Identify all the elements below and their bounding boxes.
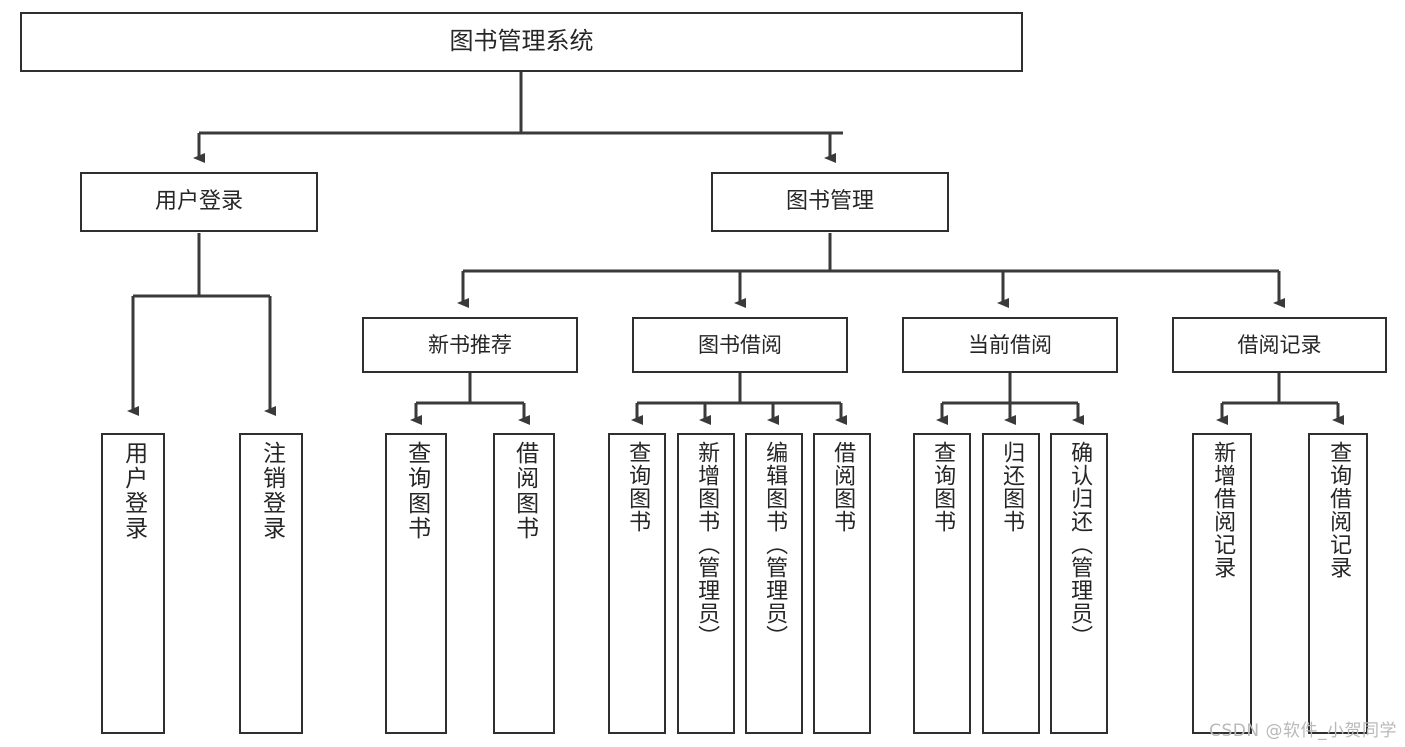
leaf-query-book-current[interactable]: 查询图书 <box>913 433 971 734</box>
node-label: 查询借阅记录 <box>1326 441 1352 579</box>
leaf-borrow-book[interactable]: 借阅图书 <box>813 433 871 734</box>
leaf-edit-book-admin[interactable]: 编辑图书（管理员） <box>745 433 803 734</box>
node-borrow-record[interactable]: 借阅记录 <box>1172 317 1387 373</box>
csdn-watermark: CSDN @软件_小贺同学 <box>1209 721 1397 741</box>
leaf-query-borrow-record[interactable]: 查询借阅记录 <box>1308 433 1368 734</box>
leaf-query-book-recommend[interactable]: 查询图书 <box>385 433 447 734</box>
node-label: 新书推荐 <box>428 332 512 357</box>
node-label: 用户登录 <box>120 441 147 541</box>
node-book-borrow[interactable]: 图书借阅 <box>632 317 848 373</box>
node-label: 查询图书 <box>403 441 430 541</box>
node-label: 编辑图书（管理员） <box>762 441 788 648</box>
leaf-borrow-book-recommend[interactable]: 借阅图书 <box>493 433 555 734</box>
leaf-query-book-borrow[interactable]: 查询图书 <box>608 433 666 734</box>
node-label: 新增图书（管理员） <box>694 441 720 648</box>
node-book-management[interactable]: 图书管理 <box>711 172 949 232</box>
node-label: 图书管理 <box>785 189 874 215</box>
leaf-add-borrow-record[interactable]: 新增借阅记录 <box>1192 433 1252 734</box>
node-book-management-system[interactable]: 图书管理系统 <box>20 12 1023 72</box>
node-label: 查询图书 <box>930 441 956 533</box>
node-label: 借阅记录 <box>1237 332 1322 357</box>
node-user-login[interactable]: 用户登录 <box>80 172 318 232</box>
node-label: 确认归还（管理员） <box>1067 441 1093 648</box>
leaf-return-book[interactable]: 归还图书 <box>982 433 1040 734</box>
node-label: 查询图书 <box>625 441 651 533</box>
leaf-confirm-return-admin[interactable]: 确认归还（管理员） <box>1050 433 1108 734</box>
leaf-logout[interactable]: 注销登录 <box>239 433 303 734</box>
node-label: 借阅图书 <box>830 441 856 533</box>
node-label: 注销登录 <box>258 441 285 541</box>
node-label: 用户登录 <box>154 189 243 215</box>
node-label: 当前借阅 <box>968 332 1052 357</box>
node-label: 新增借阅记录 <box>1210 441 1236 579</box>
node-label: 图书借阅 <box>698 332 782 357</box>
node-label: 归还图书 <box>999 441 1025 533</box>
node-new-book-recommend[interactable]: 新书推荐 <box>362 317 578 373</box>
node-label: 图书管理系统 <box>449 27 594 56</box>
leaf-add-book-admin[interactable]: 新增图书（管理员） <box>677 433 735 734</box>
leaf-user-login[interactable]: 用户登录 <box>101 433 165 734</box>
node-label: 借阅图书 <box>511 441 538 541</box>
node-current-borrow[interactable]: 当前借阅 <box>902 317 1118 373</box>
